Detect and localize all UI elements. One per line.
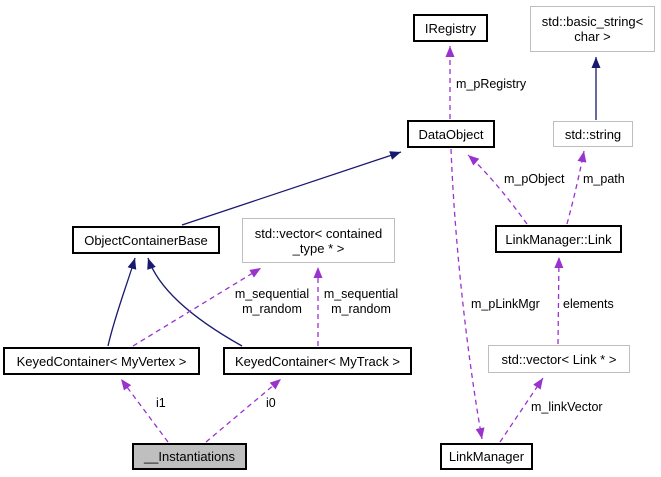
node-std-basic-string: std::basic_string< char >	[530, 6, 655, 52]
node-keyedcontainer-mytrack[interactable]: KeyedContainer< MyTrack >	[223, 347, 412, 375]
edge-label-m-path: m_path	[583, 172, 625, 186]
edge-usage-m-path	[566, 150, 587, 225]
edge-label-i0: i0	[266, 396, 276, 410]
node-std-vector-contained-type: std::vector< contained _type * >	[242, 218, 395, 263]
node-iregistry[interactable]: IRegistry	[413, 14, 488, 42]
edge-label-m-pregistry: m_pRegistry	[456, 77, 527, 91]
edge-inherit-objectcontainerbase-dataobject	[181, 151, 402, 226]
node-std-string: std::string	[553, 121, 633, 147]
edge-usage-m-plinkmgr	[450, 148, 485, 440]
node-std-vector-link-ptr: std::vector< Link * >	[488, 345, 630, 373]
node-keyedcontainer-myvertex[interactable]: KeyedContainer< MyVertex >	[3, 347, 200, 375]
edge-usage-elements	[554, 256, 564, 345]
node-instantiations: __Instantiations	[132, 443, 247, 470]
edge-label-elements: elements	[563, 297, 614, 311]
edge-label-m-sequential-m-random-right: m_sequential m_random	[323, 287, 399, 316]
node-objectcontainerbase[interactable]: ObjectContainerBase	[72, 226, 220, 254]
edge-label-m-sequential-m-random-left: m_sequential m_random	[234, 287, 310, 316]
edge-label-m-linkvector: m_linkVector	[531, 400, 603, 414]
edge-inherit-mytrack-objectcontainerbase	[147, 257, 243, 347]
node-dataobject[interactable]: DataObject	[407, 120, 495, 148]
edge-label-i1: i1	[156, 396, 166, 410]
edge-label-m-plinkmgr: m_pLinkMgr	[471, 297, 540, 311]
node-linkmanager-link[interactable]: LinkManager::Link	[495, 225, 622, 253]
edge-usage-m-pobject	[467, 154, 528, 225]
edge-label-m-pobject: m_pObject	[504, 172, 565, 186]
edge-inherit-myvertex-objectcontainerbase	[107, 257, 137, 347]
node-linkmanager[interactable]: LinkManager	[440, 443, 533, 470]
